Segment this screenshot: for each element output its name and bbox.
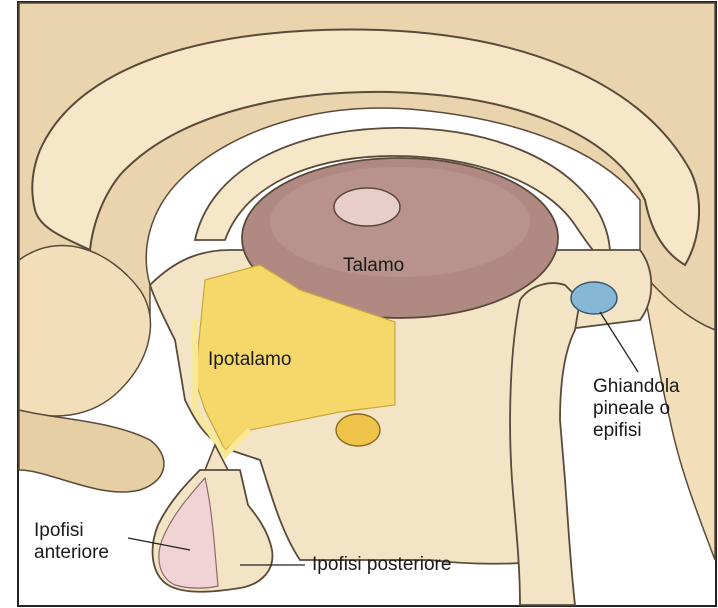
interthalamic-adhesion [334, 188, 400, 226]
label-anterior-line-1: Ipofisi [34, 520, 109, 542]
label-anterior-pituitary: Ipofisi anteriore [34, 520, 109, 564]
label-thalamus: Talamo [343, 255, 404, 277]
label-pineal-line-3: epifisi [593, 420, 680, 442]
label-pineal-gland: Ghiandola pineale o epifisi [593, 376, 680, 442]
label-hypothalamus: Ipotalamo [208, 349, 291, 371]
label-anterior-line-2: anteriore [34, 542, 109, 564]
label-pineal-line-2: pineale o [593, 398, 680, 420]
label-pineal-line-1: Ghiandola [593, 376, 680, 398]
pineal-gland [571, 282, 617, 314]
label-posterior-pituitary: Ipofisi posteriore [312, 554, 451, 576]
mammillary-body [336, 414, 380, 446]
